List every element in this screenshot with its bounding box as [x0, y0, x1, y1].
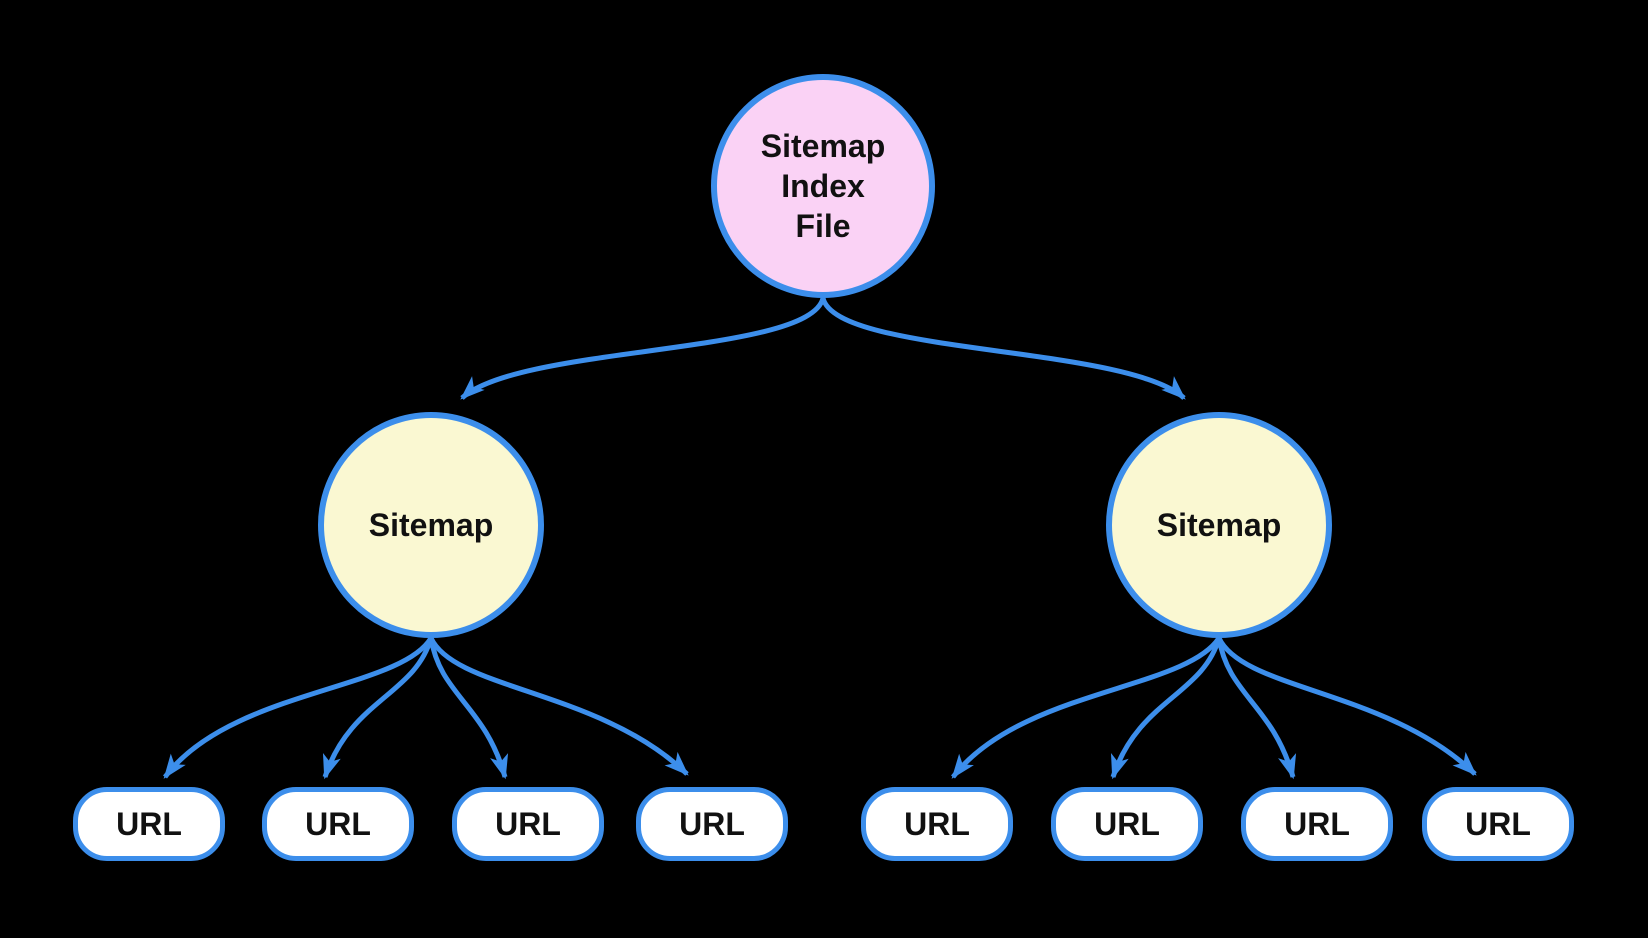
edge-sitemap-left-to-url-2 [322, 637, 434, 780]
node-sitemap-index-file: Sitemap Index File [711, 74, 935, 298]
node-url-7: URL [1241, 787, 1393, 861]
node-label: Sitemap [1156, 507, 1282, 543]
node-url-8: URL [1422, 787, 1574, 861]
node-label: Sitemap [368, 507, 494, 543]
edge-sitemap-right-to-url-7 [1216, 637, 1297, 780]
node-label: URL [1094, 805, 1160, 842]
edge-index-to-sitemap-left [460, 297, 826, 400]
edge-sitemap-right-to-url-6 [1110, 637, 1222, 780]
node-label: URL [495, 805, 561, 842]
node-sitemap-left: Sitemap [318, 412, 544, 638]
node-url-3: URL [452, 787, 604, 861]
node-label: URL [1284, 805, 1350, 842]
edge-sitemap-left-to-url-4 [428, 636, 689, 776]
node-label-line: File [795, 208, 851, 244]
node-url-4: URL [636, 787, 788, 861]
edge-sitemap-right-to-url-5 [951, 636, 1222, 779]
node-label: URL [305, 805, 371, 842]
edge-sitemap-left-to-url-3 [428, 637, 509, 780]
edge-sitemap-left-to-url-1 [162, 636, 434, 779]
node-url-1: URL [73, 787, 225, 861]
node-url-2: URL [262, 787, 414, 861]
edge-index-to-sitemap-right [820, 297, 1186, 400]
node-label-line: Index [781, 168, 865, 204]
node-label: URL [904, 805, 970, 842]
node-url-6: URL [1051, 787, 1203, 861]
node-label: URL [1465, 805, 1531, 842]
node-label: URL [116, 805, 182, 842]
edge-sitemap-right-to-url-8 [1216, 636, 1477, 776]
node-label: URL [679, 805, 745, 842]
node-sitemap-right: Sitemap [1106, 412, 1332, 638]
node-label-line: Sitemap [760, 128, 886, 164]
node-url-5: URL [861, 787, 1013, 861]
